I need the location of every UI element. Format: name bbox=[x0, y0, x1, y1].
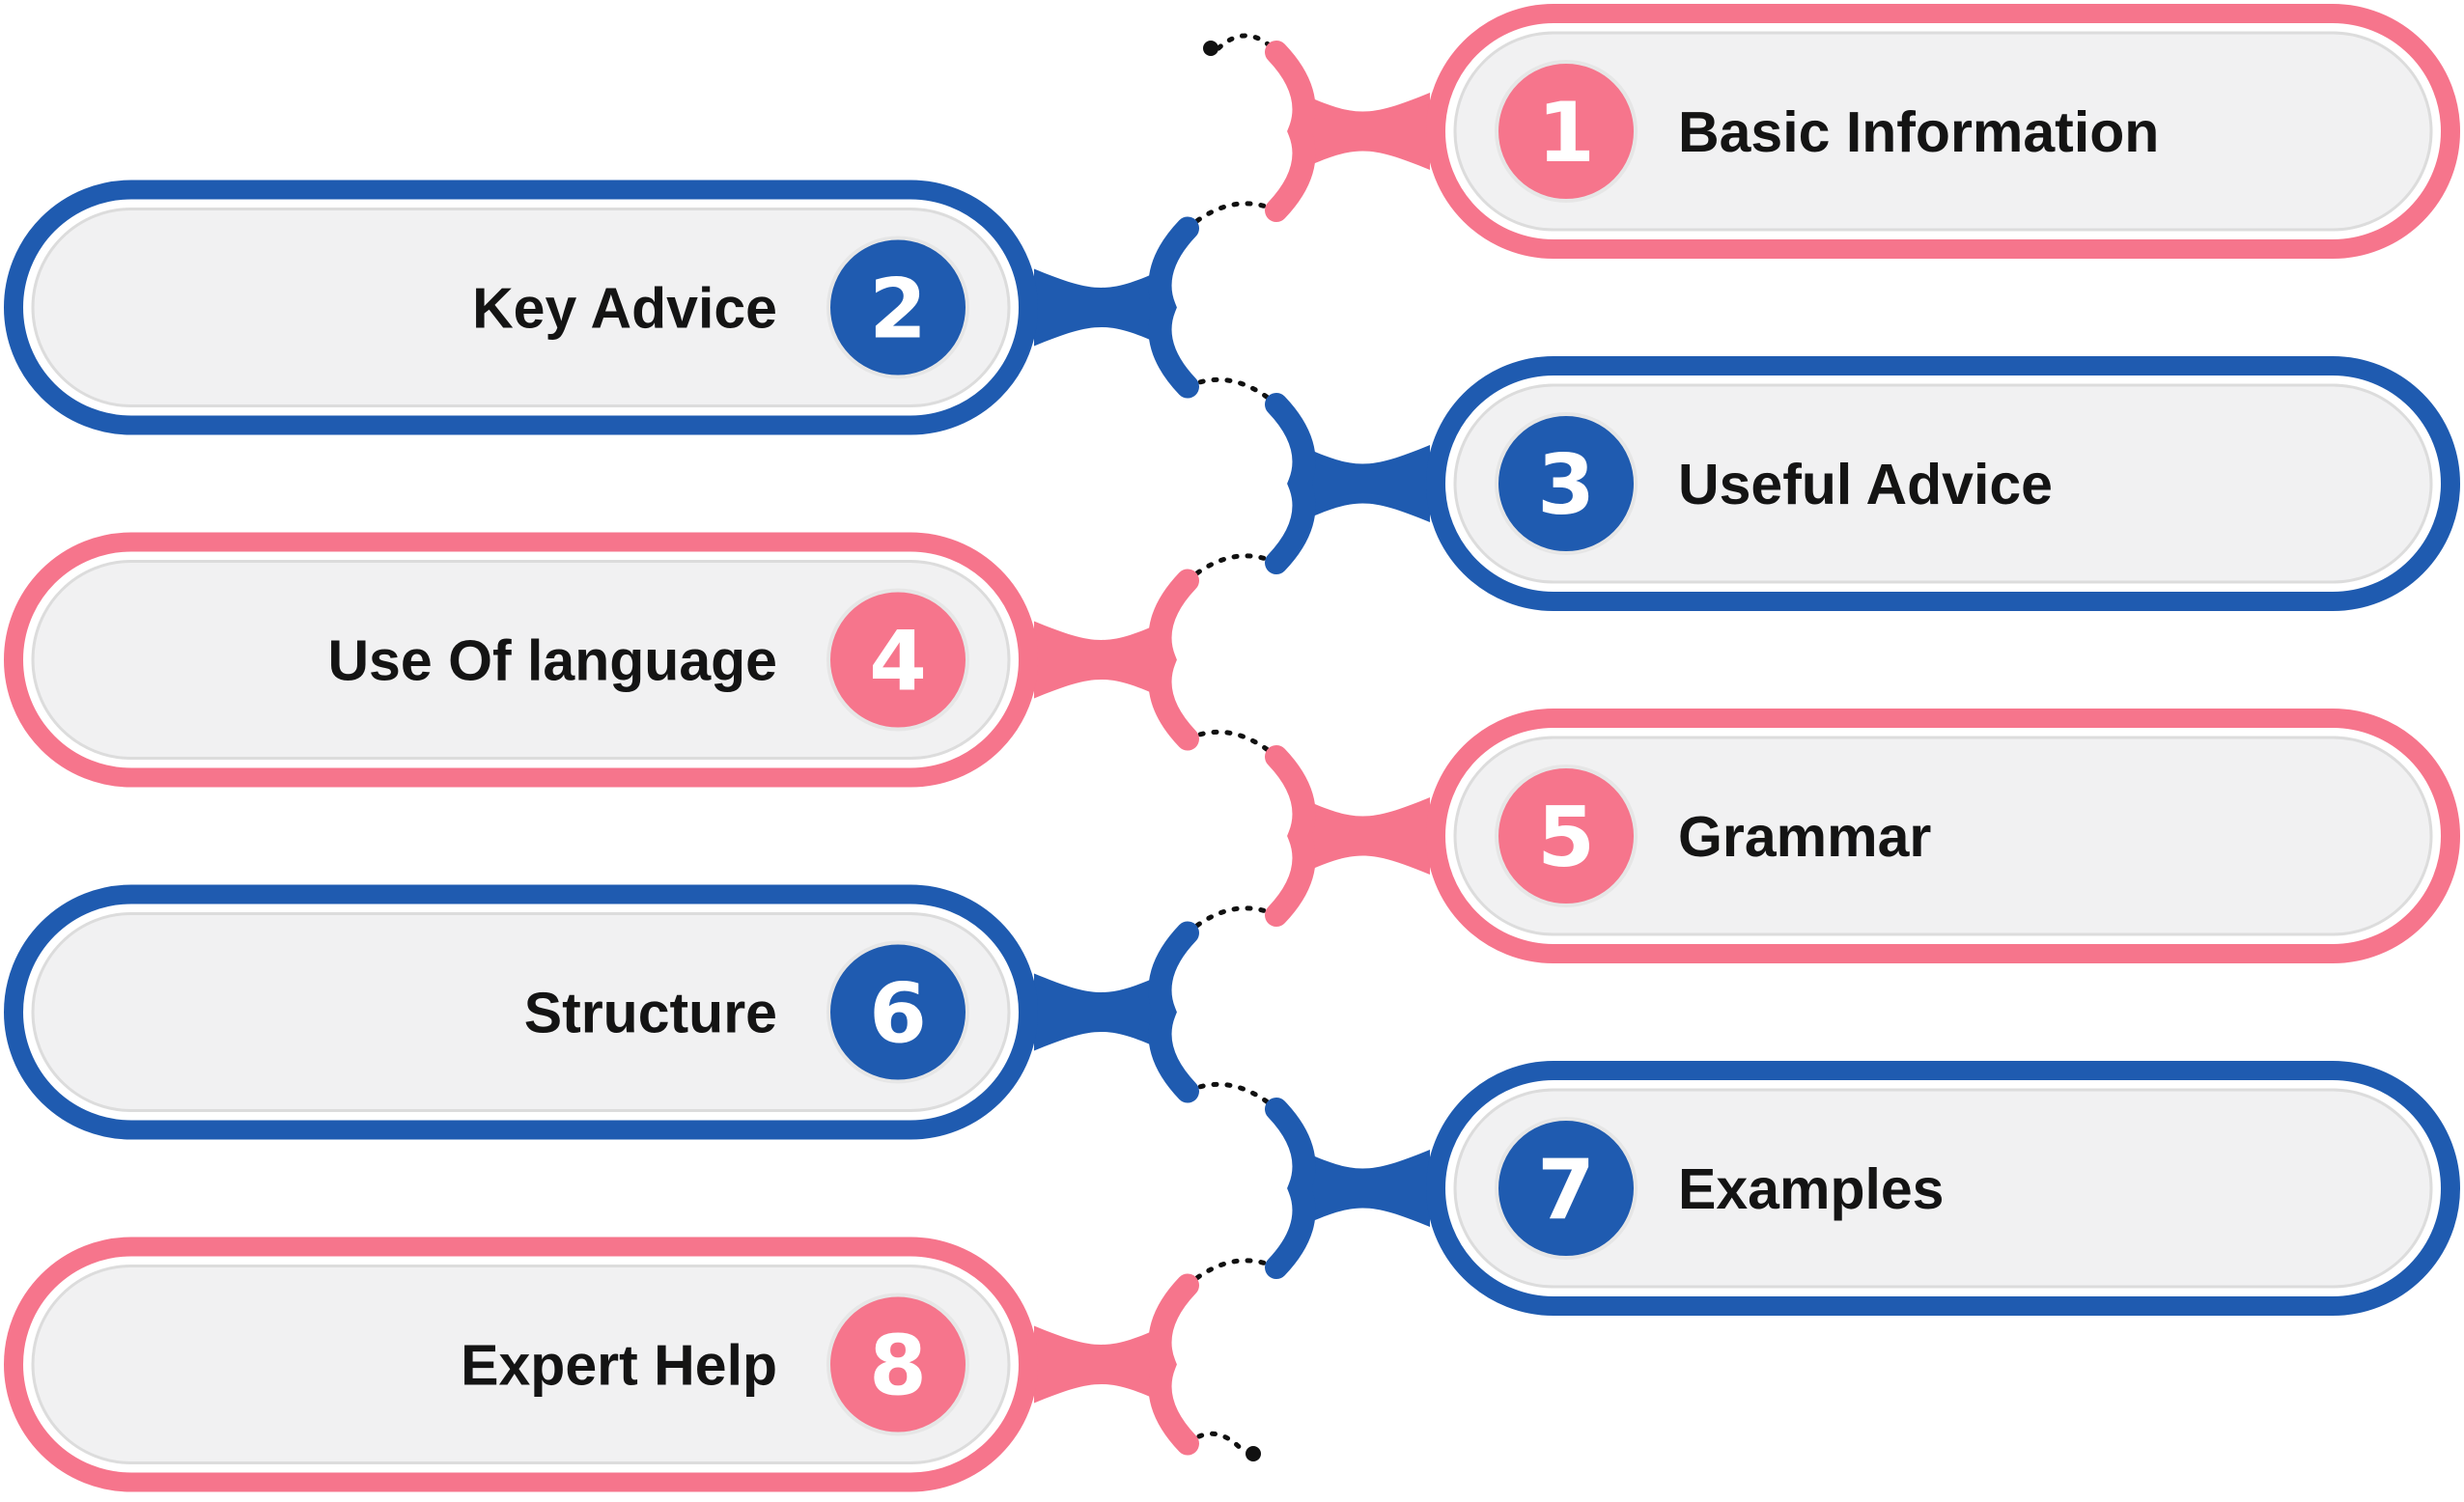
step-item-6: 6 Structure bbox=[4, 884, 1199, 1140]
step-number: 7 bbox=[1537, 1142, 1595, 1238]
number-badge bbox=[826, 588, 969, 732]
dotted-line bbox=[1185, 1431, 1248, 1457]
number-badge bbox=[826, 236, 969, 379]
start-dot bbox=[1203, 41, 1218, 56]
connector-bridge bbox=[1034, 1325, 1164, 1404]
step-number: 3 bbox=[1537, 437, 1595, 534]
connector-bridge bbox=[1300, 445, 1430, 522]
step-number: 5 bbox=[1537, 790, 1595, 886]
number-badge bbox=[1495, 60, 1638, 203]
step-label: Use Of language bbox=[327, 629, 777, 693]
dotted-line bbox=[1185, 1081, 1279, 1112]
pill-body bbox=[1453, 383, 2433, 584]
step-number: 1 bbox=[1537, 85, 1595, 181]
step-number: 4 bbox=[869, 614, 927, 710]
step-item-7: 7 Examples bbox=[1265, 1061, 2460, 1316]
connector-hook bbox=[1148, 569, 1199, 751]
dotted-connectors bbox=[1185, 33, 1279, 1461]
step-item-3: 3 Useful Advice bbox=[1265, 356, 2460, 611]
dotted-line bbox=[1185, 1258, 1279, 1288]
step-item-2: 2 Key Advice bbox=[4, 180, 1199, 435]
step-label: Grammar bbox=[1678, 805, 1931, 869]
pill-body bbox=[31, 912, 1011, 1112]
dotted-line bbox=[1185, 905, 1279, 935]
connector-bridge bbox=[1034, 268, 1164, 347]
pill-body bbox=[31, 560, 1011, 760]
connector-bridge bbox=[1300, 93, 1430, 170]
step-item-4: 4 Use Of language bbox=[4, 532, 1199, 788]
step-number: 6 bbox=[869, 966, 927, 1063]
dotted-line bbox=[1185, 201, 1279, 231]
pill-body bbox=[31, 1265, 1011, 1464]
step-number: 8 bbox=[869, 1319, 927, 1415]
step-number: 2 bbox=[869, 262, 927, 358]
pill-body bbox=[1453, 1088, 2433, 1289]
step-label: Useful Advice bbox=[1678, 453, 2053, 516]
step-label: Expert Help bbox=[461, 1334, 777, 1398]
connector-bridge bbox=[1300, 797, 1430, 875]
step-label: Key Advice bbox=[472, 277, 777, 341]
connector-bridge bbox=[1034, 973, 1164, 1051]
connector-hook bbox=[1148, 921, 1199, 1103]
step-items: 1 Basic Information 2 Key Advice 3 Useful Adv… bbox=[4, 4, 2460, 1492]
step-label: Structure bbox=[524, 982, 777, 1045]
pill-body bbox=[1453, 736, 2433, 936]
connector-hook bbox=[1265, 393, 1316, 574]
step-label: Basic Information bbox=[1678, 100, 2159, 164]
step-item-1: 1 Basic Information bbox=[1265, 4, 2460, 259]
number-badge bbox=[1495, 1117, 1638, 1260]
step-item-8: 8 Expert Help bbox=[4, 1237, 1199, 1492]
number-badge bbox=[826, 1293, 969, 1436]
step-item-5: 5 Grammar bbox=[1265, 709, 2460, 963]
dotted-line bbox=[1185, 553, 1279, 583]
dotted-line bbox=[1185, 376, 1279, 407]
end-dot bbox=[1246, 1446, 1261, 1461]
pill-body bbox=[31, 208, 1011, 407]
connector-bridge bbox=[1300, 1150, 1430, 1227]
connector-hook bbox=[1148, 216, 1199, 399]
step-label: Examples bbox=[1678, 1157, 1945, 1221]
pill-body bbox=[1453, 31, 2433, 232]
connector-hook bbox=[1265, 1098, 1316, 1279]
number-badge bbox=[1495, 412, 1638, 555]
dotted-line bbox=[1185, 729, 1279, 760]
number-badge bbox=[826, 940, 969, 1084]
connector-hook bbox=[1265, 745, 1316, 927]
connector-hook bbox=[1265, 41, 1316, 222]
number-badge bbox=[1495, 765, 1638, 907]
connector-hook bbox=[1148, 1273, 1199, 1456]
connector-bridge bbox=[1034, 621, 1164, 699]
